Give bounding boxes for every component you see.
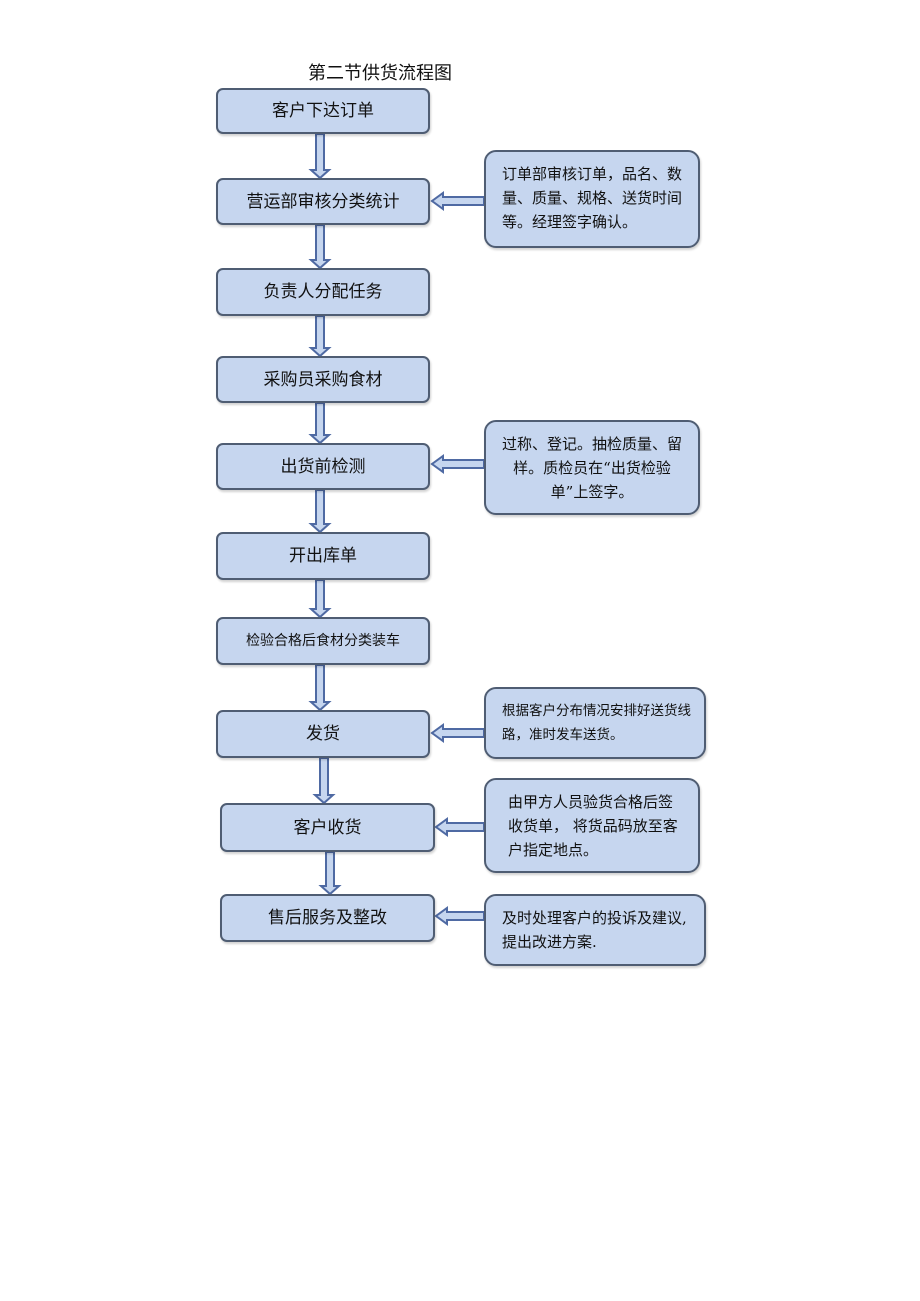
note-customer-check: 由甲方人员验货合格后签收货单， 将货品码放至客户指定地点。 bbox=[484, 778, 700, 873]
step-place-order: 客户下达订单 bbox=[216, 88, 430, 134]
arrow-down-5 bbox=[308, 489, 332, 534]
arrow-down-2 bbox=[308, 224, 332, 270]
step-review-classify: 营运部审核分类统计 bbox=[216, 178, 430, 225]
step-assign-tasks: 负责人分配任务 bbox=[216, 268, 430, 316]
arrow-down-8 bbox=[312, 757, 336, 805]
arrow-down-7 bbox=[308, 664, 332, 712]
step-purchase-food: 采购员采购食材 bbox=[216, 356, 430, 403]
step-customer-receive: 客户收货 bbox=[220, 803, 435, 852]
step-sort-load: 检验合格后食材分类装车 bbox=[216, 617, 430, 665]
step-ship: 发货 bbox=[216, 710, 430, 758]
note-delivery-route: 根据客户分布情况安排好送货线路，准时发车送货。 bbox=[484, 687, 706, 759]
arrow-left-2 bbox=[430, 454, 485, 474]
step-pre-shipment-inspection: 出货前检测 bbox=[216, 443, 430, 490]
arrow-down-9 bbox=[318, 851, 342, 896]
left-arrows bbox=[430, 191, 485, 926]
arrow-down-4 bbox=[308, 402, 332, 445]
note-inspection: 过称、登记。抽检质量、留样。质检员在“出货检验单”上签字。 bbox=[484, 420, 700, 515]
arrow-left-4 bbox=[434, 817, 485, 837]
step-after-sales: 售后服务及整改 bbox=[220, 894, 435, 942]
page-title: 第二节供货流程图 bbox=[308, 63, 452, 84]
arrow-down-3 bbox=[308, 315, 332, 358]
arrow-down-6 bbox=[308, 579, 332, 619]
arrow-left-3 bbox=[430, 723, 485, 743]
arrow-left-1 bbox=[430, 191, 485, 211]
arrow-left-5 bbox=[434, 906, 485, 926]
arrow-down-1 bbox=[308, 133, 332, 180]
down-arrows bbox=[308, 133, 342, 896]
note-order-review: 订单部审核订单，品名、数量、质量、规格、送货时间等。经理签字确认。 bbox=[484, 150, 700, 248]
note-complaints: 及时处理客户的投诉及建议, 提出改进方案. bbox=[484, 894, 706, 966]
step-issue-delivery-note: 开出库单 bbox=[216, 532, 430, 580]
